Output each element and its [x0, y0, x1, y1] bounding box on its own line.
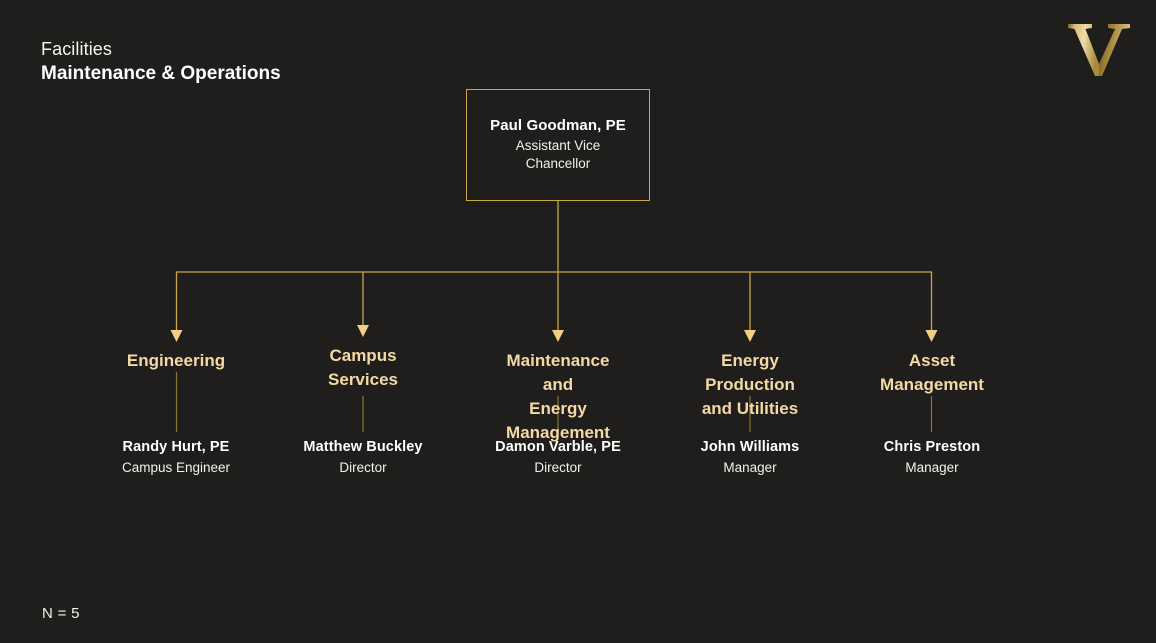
person-chris-preston[interactable]: Chris Preston Manager	[884, 438, 980, 477]
person-john-williams[interactable]: John Williams Manager	[701, 438, 800, 477]
person-title: Manager	[905, 460, 959, 476]
dept-header-line1: Maintenance and	[506, 351, 610, 395]
dept-header-maintenance-and-energy-management[interactable]: Maintenance and Energy Management	[493, 349, 623, 446]
person-name: Randy Hurt, PE	[122, 439, 230, 455]
page-title: Maintenance & Operations	[41, 63, 281, 84]
header-eyebrow: Facilities	[41, 39, 113, 59]
person-title: Campus Engineer	[121, 460, 231, 476]
person-name: Damon Varble, PE	[495, 439, 621, 455]
dept-header-line2: and Utilities	[701, 399, 799, 419]
dept-header-line1: Engineering	[126, 351, 226, 370]
root-node-title: Assistant Vice Chancellor	[516, 137, 601, 173]
person-matthew-buckley[interactable]: Matthew Buckley Director	[303, 438, 422, 477]
vanderbilt-v-logo	[1062, 18, 1136, 76]
dept-header-energy-production-and-utilities[interactable]: Energy Production and Utilities	[700, 349, 800, 421]
dept-header-line1: Energy Production	[705, 351, 795, 395]
dept-header-line2: Services	[328, 370, 398, 390]
arrowhead-4	[744, 330, 756, 342]
person-title: Director	[534, 460, 582, 476]
dept-header-line2: Management	[880, 375, 984, 395]
dept-header-line2: Energy Management	[506, 399, 610, 443]
person-damon-varble[interactable]: Damon Varble, PE Director	[495, 438, 621, 477]
dept-header-engineering[interactable]: Engineering	[127, 349, 225, 373]
arrowhead-3	[552, 330, 564, 342]
arrowhead-5	[925, 330, 938, 342]
root-node-title-line2: Chancellor	[525, 156, 591, 171]
arrowhead-1	[170, 330, 183, 342]
headcount-label: N = 5	[42, 605, 80, 622]
arrowheads	[170, 325, 938, 342]
dept-header-asset-management[interactable]: Asset Management	[880, 349, 984, 397]
root-node-paul-goodman[interactable]: Paul Goodman, PE Assistant Vice Chancell…	[466, 89, 650, 201]
person-title: Manager	[723, 460, 777, 476]
slide-header: Facilities Maintenance & Operations	[41, 40, 281, 83]
person-name: Chris Preston	[883, 439, 981, 455]
root-node-title-line1: Assistant Vice	[515, 138, 601, 154]
root-node-name: Paul Goodman, PE	[490, 117, 626, 135]
dept-header-line1: Campus	[329, 346, 397, 365]
dept-header-campus-services[interactable]: Campus Services	[328, 344, 398, 392]
person-name: John Williams	[700, 439, 800, 455]
dept-header-line1: Asset	[908, 351, 956, 370]
arrowhead-2	[357, 325, 369, 337]
person-title: Director	[339, 460, 387, 476]
person-name: Matthew Buckley	[303, 439, 423, 455]
person-randy-hurt[interactable]: Randy Hurt, PE Campus Engineer	[122, 438, 230, 477]
